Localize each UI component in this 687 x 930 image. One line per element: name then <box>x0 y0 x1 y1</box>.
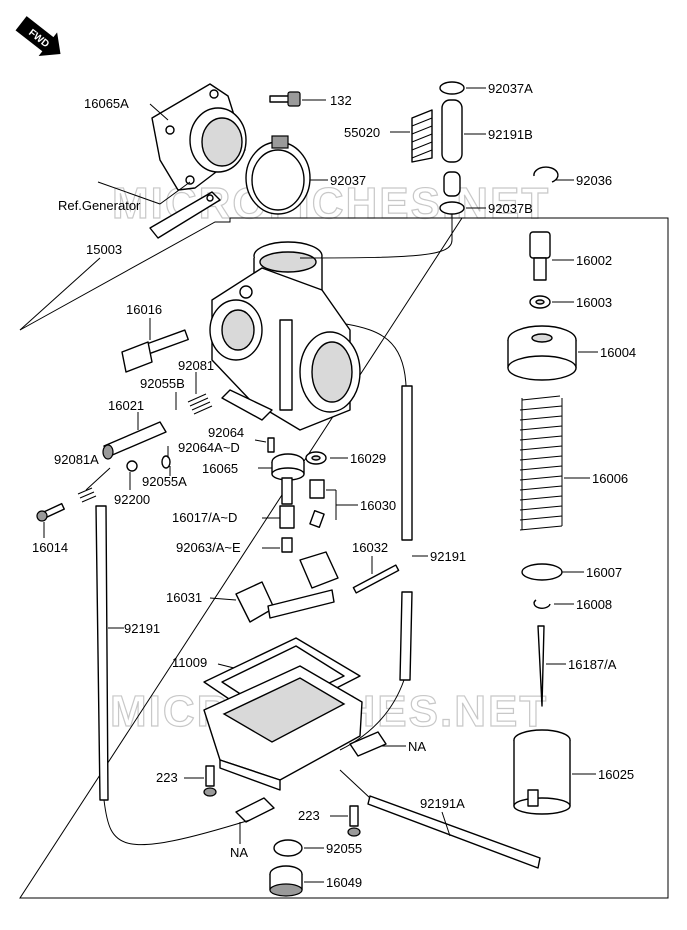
label-16016: 16016 <box>126 302 162 317</box>
label-16065: 16065 <box>202 461 238 476</box>
label-92037: 92037 <box>330 173 366 188</box>
label-16025: 16025 <box>598 767 634 782</box>
jet-92063 <box>281 537 293 553</box>
label-92081A: 92081A <box>54 452 99 467</box>
screw-223-center <box>347 805 361 837</box>
ref-generator-strap <box>149 191 221 239</box>
label-92055B: 92055B <box>140 376 185 391</box>
label-92037A: 92037A <box>488 81 533 96</box>
intake-16065a <box>151 83 247 191</box>
label-16021: 16021 <box>108 398 144 413</box>
label-92055: 92055 <box>326 841 362 856</box>
assembly-frame <box>19 217 669 899</box>
label-16003: 16003 <box>576 295 612 310</box>
label-16006: 16006 <box>592 471 628 486</box>
jet-16030 <box>309 479 325 528</box>
label-16002: 16002 <box>576 253 612 268</box>
bracket-na-right <box>349 731 387 757</box>
label-92191-left: 92191 <box>124 621 160 636</box>
label-223-left: 223 <box>156 770 178 785</box>
cap-16004 <box>507 325 577 381</box>
label-132: 132 <box>330 93 352 108</box>
label-15003: 15003 <box>86 242 122 257</box>
label-16030: 16030 <box>360 498 396 513</box>
needle-16187a <box>537 625 545 707</box>
ring-92037b <box>439 201 465 215</box>
label-92191A: 92191A <box>420 796 465 811</box>
label-NA-bottom: NA <box>230 845 248 860</box>
label-16007: 16007 <box>586 565 622 580</box>
float-16031 <box>235 551 339 623</box>
float-bowl <box>203 665 363 791</box>
throttle-valve-16025 <box>513 729 571 815</box>
vent-line <box>299 214 453 259</box>
label-16065A: 16065A <box>84 96 129 111</box>
label-16008: 16008 <box>576 597 612 612</box>
jet-92064 <box>267 437 275 453</box>
washer-16029 <box>305 451 327 465</box>
label-55020: 55020 <box>344 125 380 140</box>
hose-92191-left <box>95 505 251 846</box>
label-92064: 92064 <box>208 425 244 440</box>
screw-223-left <box>203 765 217 797</box>
screw-16016 <box>121 329 189 373</box>
cable-adjuster-16002 <box>529 231 551 281</box>
screw-16021 <box>102 421 167 460</box>
fwd-arrow-icon: FWD <box>15 16 61 56</box>
clip-16008 <box>533 599 551 609</box>
label-16017A-D: 16017/A~D <box>172 510 237 525</box>
label-11009: 11009 <box>172 655 207 670</box>
label-92200: 92200 <box>114 492 150 507</box>
label-16029: 16029 <box>350 451 386 466</box>
label-92036: 92036 <box>576 173 612 188</box>
label-92081: 92081 <box>178 358 214 373</box>
bolt-132 <box>269 91 301 107</box>
pin-16032 <box>352 564 400 594</box>
spring-92081 <box>187 393 213 415</box>
spring-92081a <box>77 487 97 503</box>
plug-16049 <box>269 865 303 897</box>
carburetor-body <box>209 241 361 431</box>
spring-55020 <box>411 109 433 163</box>
label-ref-generator: Ref.Generator <box>58 198 141 213</box>
part-labels: 16065A 132 92037A 55020 92191B 92037 920… <box>32 81 636 890</box>
label-16032: 16032 <box>352 540 388 555</box>
oring-92055a <box>161 455 171 469</box>
label-16031: 16031 <box>166 590 202 605</box>
nut-16003 <box>529 295 551 309</box>
hose-92191a <box>339 769 541 869</box>
label-16004: 16004 <box>600 345 636 360</box>
label-92064A-D: 92064A~D <box>178 440 240 455</box>
ring-92037a <box>439 81 465 95</box>
spring-16006 <box>519 395 563 531</box>
oring-92055 <box>273 839 303 857</box>
label-92191-right: 92191 <box>430 549 466 564</box>
label-92063A-E: 92063/A~E <box>176 540 241 555</box>
tube-92191b <box>441 99 463 197</box>
label-16049: 16049 <box>326 875 362 890</box>
clamp-92037 <box>245 135 311 215</box>
bracket-na-bottom <box>235 797 275 823</box>
label-92055A: 92055A <box>142 474 187 489</box>
holder-16065 <box>271 453 305 481</box>
plate-16007 <box>521 563 563 581</box>
label-92191B: 92191B <box>488 127 533 142</box>
label-16014: 16014 <box>32 540 68 555</box>
screw-16014 <box>36 502 65 522</box>
hose-92191-right <box>339 323 413 751</box>
needle-jet-16017 <box>279 477 295 529</box>
label-16187A: 16187/A <box>568 657 617 672</box>
label-223-center: 223 <box>298 808 320 823</box>
washer-92200 <box>126 460 138 472</box>
label-NA-right: NA <box>408 739 426 754</box>
leader-lines <box>19 87 598 883</box>
label-92037B: 92037B <box>488 201 533 216</box>
circlip-92036 <box>533 166 559 183</box>
